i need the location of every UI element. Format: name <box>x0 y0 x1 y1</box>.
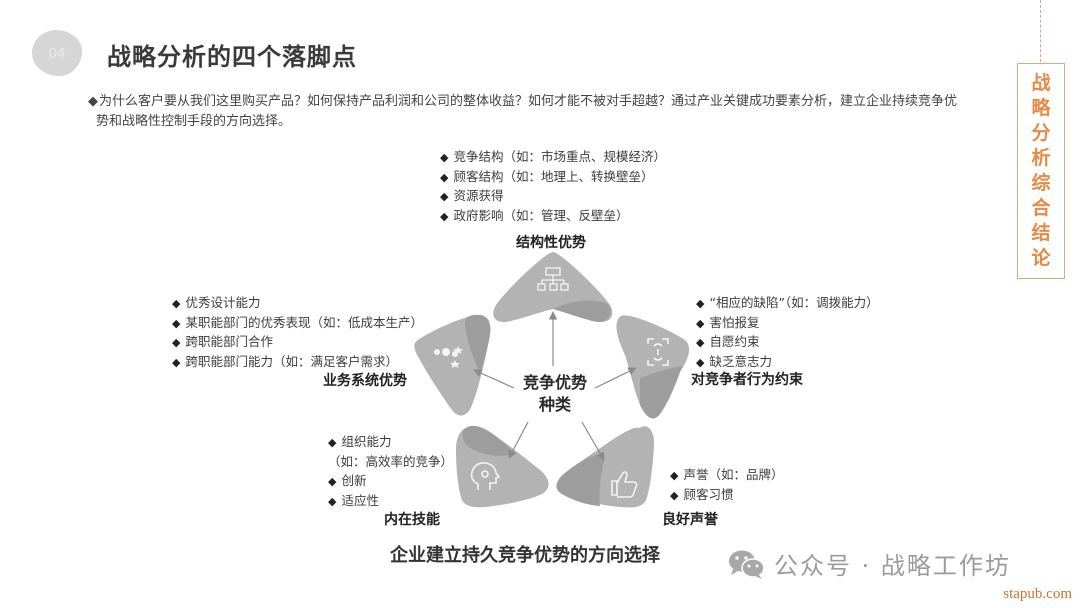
list-item: 缺乏意志力 <box>696 353 879 373</box>
center-label-line-1: 竞争优势 <box>522 373 587 392</box>
list-item: 组织能力 <box>328 433 453 453</box>
side-label-char: 略 <box>1031 97 1051 119</box>
section-number-badge: 04 <box>32 30 82 76</box>
side-label-char: 综 <box>1031 172 1051 194</box>
list-item: 竞争结构（如：市场重点、规模经济） <box>440 148 666 168</box>
side-label-box: 战 略 分 析 综 合 结 论 <box>1017 63 1065 279</box>
list-item: 适应性 <box>328 492 453 512</box>
list-item: “相应的缺陷”（如：调拨能力） <box>696 294 878 314</box>
diagram-caption: 企业建立持久竞争优势的方向选择 <box>390 545 660 566</box>
list-item: 顾客习惯 <box>670 486 783 506</box>
category-label-competitor-constraint: 对竞争者行为约束 <box>691 372 803 388</box>
intro-paragraph: ◆为什么客户要从我们这里购买产品？如何保持产品利润和公司的整体收益？如何才能不被… <box>88 92 998 132</box>
center-label-line-2: 种类 <box>538 395 571 414</box>
bullet-list-reputation: 声誉（如：品牌） 顾客习惯 <box>670 466 783 505</box>
list-item: 优秀设计能力 <box>172 294 423 314</box>
bullet-list-competitor-constraint: “相应的缺陷”（如：调拨能力） 害怕报复 自愿约束 缺乏意志力 <box>696 294 879 373</box>
list-item: 创新 <box>328 472 453 492</box>
list-item: 害怕报复 <box>696 314 879 334</box>
category-label-business-system: 业务系统优势 <box>323 373 407 389</box>
intro-line-1: 为什么客户要从我们这里购买产品？如何保持产品利润和公司的整体收益？如何才能不被对… <box>99 94 958 109</box>
list-item: 跨职能部门能力（如：满足客户需求） <box>172 353 423 373</box>
list-item: 某职能部门的优秀表现（如：低成本生产） <box>172 314 423 334</box>
side-dashed-line <box>1040 0 1041 62</box>
petal-reputation <box>556 426 655 508</box>
list-item-continuation: （如：高效率的竞争） <box>328 453 454 469</box>
category-label-reputation: 良好声誉 <box>662 512 718 528</box>
side-label-char: 析 <box>1031 147 1051 169</box>
org-chart-icon <box>537 267 569 291</box>
petal-internal-skills <box>456 425 549 508</box>
list-item: 声誉（如：品牌） <box>670 466 783 486</box>
thumbs-up-icon <box>611 471 638 498</box>
list-item: 政府影响（如：管理、反壁垒） <box>440 207 666 227</box>
category-label-internal-skills: 内在技能 <box>384 512 440 528</box>
list-item: 跨职能部门合作 <box>172 333 423 353</box>
petal-business-system <box>414 314 491 416</box>
bullet-list-structural: 竞争结构（如：市场重点、规模经济） 顾客结构（如：地理上、转换壁垒） 资源获得 … <box>440 148 666 226</box>
side-label-char: 合 <box>1031 197 1051 219</box>
watermark: 公众号 · 战略工作坊 <box>728 546 1011 581</box>
list-item: 资源获得 <box>440 187 666 207</box>
side-label-char: 分 <box>1031 122 1051 144</box>
bullet-list-internal-skills: 组织能力 （如：高效率的竞争） 创新 适应性 <box>328 433 453 511</box>
list-item: 自愿约束 <box>696 333 879 353</box>
petal-structural <box>493 252 613 323</box>
page-title: 战略分析的四个落脚点 <box>107 43 357 71</box>
idea-head-icon <box>470 462 501 490</box>
side-label-char: 结 <box>1031 222 1051 244</box>
site-link[interactable]: stapub.com <box>1003 586 1072 602</box>
side-label-char: 论 <box>1031 247 1051 269</box>
wechat-icon <box>729 550 765 579</box>
center-label: 竞争优势 种类 <box>510 372 600 416</box>
bullet-list-business-system: 优秀设计能力 某职能部门的优秀表现（如：低成本生产） 跨职能部门合作 跨职能部门… <box>172 294 423 372</box>
team-stars-icon <box>434 346 463 368</box>
intro-line-2: 势和战略性控制手段的方向选择。 <box>96 114 292 129</box>
side-label-char: 战 <box>1031 72 1051 94</box>
bullet-diamond-icon: ◆ <box>88 94 98 109</box>
watermark-text: 公众号 · 战略工作坊 <box>774 552 1011 580</box>
category-label-structural: 结构性优势 <box>516 235 586 251</box>
scan-frame-icon <box>647 338 669 366</box>
petal-competitor-constraint <box>616 315 690 419</box>
list-item: 顾客结构（如：地理上、转换壁垒） <box>440 168 666 188</box>
